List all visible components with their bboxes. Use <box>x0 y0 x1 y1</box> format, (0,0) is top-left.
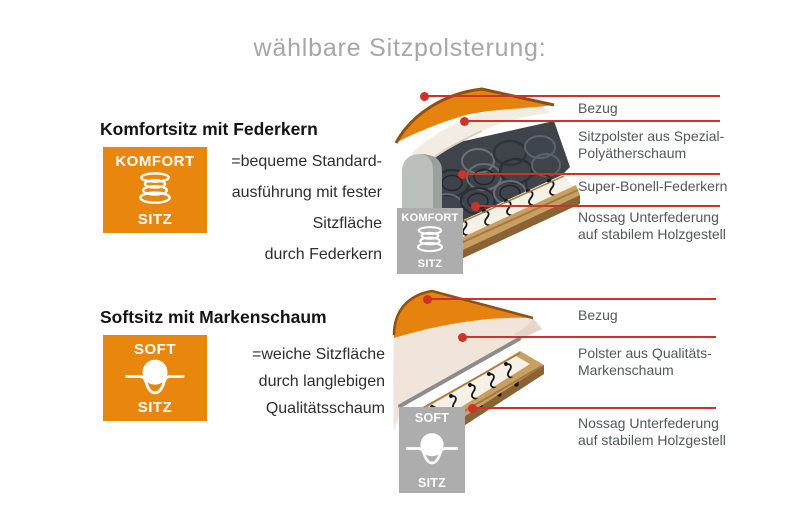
callout-dot <box>458 332 467 342</box>
callout-line <box>423 294 716 304</box>
description-line: durch langlebigen <box>258 373 385 390</box>
soft-badge: SOFT SITZ <box>103 335 207 421</box>
badge-label-top: SOFT <box>134 341 176 358</box>
badge-label-bottom: SITZ <box>417 258 443 270</box>
spring-icon <box>132 171 178 210</box>
description-line: =weiche Sitzfläche <box>252 346 385 363</box>
description-line: Qualitätsschaum <box>265 400 385 417</box>
callout-label: Bezug <box>578 307 618 323</box>
soft-description: =weiche Sitzfläche durch langlebigen Qua… <box>205 341 385 422</box>
callout-dot <box>460 116 469 126</box>
callout-dot <box>458 169 467 179</box>
callout-label: auf stabilem Holzgestell <box>578 431 726 448</box>
callout-label: Nossag Unterfederung auf stabilem Holzge… <box>578 209 726 242</box>
spring-icon <box>411 225 449 258</box>
diagram-badge-komfort: KOMFORT SITZ <box>397 208 463 274</box>
soft-ball-icon <box>405 432 459 470</box>
section-heading-soft: Softsitz mit Markenschaum <box>100 307 327 327</box>
diagram-badge-soft: SOFT SITZ <box>399 407 465 493</box>
callout-label: Nossag Unterfederung <box>578 415 719 431</box>
komfort-badge: KOMFORT SITZ <box>103 147 207 233</box>
callout-line <box>420 91 720 101</box>
callout-line <box>460 116 720 126</box>
callout-dot <box>420 91 429 101</box>
callout-line <box>468 403 716 413</box>
badge-label-bottom: SITZ <box>137 399 173 416</box>
callout-dot <box>468 403 477 413</box>
callout-label: Polster aus Qualitäts- Markenschaum <box>578 345 712 378</box>
description-line: ausführung mit fester <box>231 184 382 201</box>
badge-label-bottom: SITZ <box>418 475 446 490</box>
callout-dot <box>423 294 432 304</box>
komfort-description: =bequeme Standard- ausführung mit fester… <box>202 146 382 270</box>
callout-label: Bezug <box>578 100 618 116</box>
callout-label: Sitzpolster aus Spezial- Polyätherschaum <box>578 128 725 161</box>
page-title: wählbare Sitzpolsterung: <box>253 34 547 62</box>
description-line: =bequeme Standard- <box>231 153 382 170</box>
callout-line <box>458 169 720 179</box>
callout-line <box>458 332 716 342</box>
badge-label-top: KOMFORT <box>401 212 459 224</box>
description-line: Sitzfläche <box>312 215 382 232</box>
callout-label: Super-Bonell-Federkern <box>578 178 728 194</box>
badge-label-top: KOMFORT <box>115 153 195 170</box>
callout-line <box>471 201 720 211</box>
soft-ball-icon <box>124 358 186 400</box>
section-heading-komfort: Komfortsitz mit Federkern <box>100 119 318 139</box>
callout-dot <box>471 201 480 211</box>
badge-label-bottom: SITZ <box>137 211 173 228</box>
description-line: durch Federkern <box>264 246 382 263</box>
badge-label-top: SOFT <box>414 411 450 425</box>
